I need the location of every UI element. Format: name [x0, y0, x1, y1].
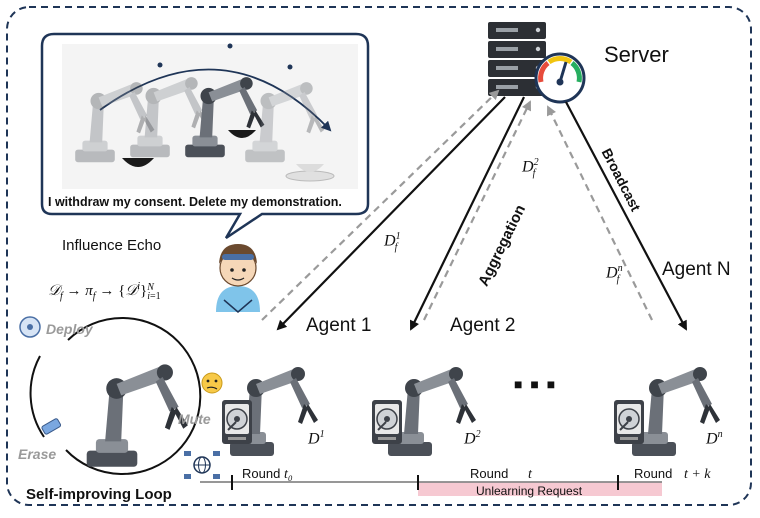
unlearning-request-band-tail — [618, 482, 662, 496]
speech-bubble — [40, 32, 370, 240]
confused-face-icon — [201, 372, 223, 394]
agent1-label: Agent 1 — [306, 315, 372, 336]
agentN-label: Agent N — [662, 259, 731, 280]
agent1-drive-icon — [221, 399, 253, 445]
edge-label-d-f1: D1f — [384, 231, 401, 253]
agentN-upload-arrow — [547, 105, 653, 321]
server-icon — [488, 22, 546, 96]
agent1-upload-arrow — [261, 89, 500, 321]
consent-quote: I withdraw my consent. Delete my demonst… — [48, 195, 342, 209]
server-to-agent1-arrow — [276, 96, 506, 331]
agent1-data-label: D1 — [308, 429, 325, 448]
agent2-label: Agent 2 — [450, 315, 516, 336]
server-to-agentN-arrow — [565, 101, 687, 331]
erase-label: Erase — [18, 446, 57, 462]
mute-label: Mute — [178, 411, 211, 427]
outer-frame — [6, 6, 752, 506]
self-improving-loop-title: Self-improving Loop — [26, 486, 172, 503]
influence-echo-title: Influence Echo — [62, 237, 162, 254]
erase-icon — [41, 418, 62, 435]
server-label: Server — [604, 42, 669, 67]
deploy-icon — [19, 316, 41, 338]
round-tk-label: Round t + k — [634, 466, 711, 482]
deploy-label: Deploy — [46, 321, 93, 337]
agentN-drive-icon — [613, 399, 645, 445]
unlearning-request-band — [418, 482, 618, 496]
server-to-agent2-arrow — [410, 96, 525, 331]
self-improving-loop — [29, 317, 202, 475]
unlearning-request-label: Unlearning Request — [476, 484, 583, 498]
edge-label-d-fn: Dnf — [606, 263, 623, 285]
agent2-upload-arrow — [423, 100, 531, 321]
agent2-drive-icon — [371, 399, 403, 445]
round-t0-label: Round t₀ — [242, 466, 293, 482]
user-avatar — [216, 244, 260, 313]
network-icon — [184, 451, 220, 479]
agentN-data-label: Dn — [706, 429, 723, 448]
gauge-icon — [534, 52, 586, 104]
agent2-data-label: D2 — [464, 429, 481, 448]
round-t-label: Round t — [470, 466, 532, 482]
edge-label-d-f2: D2f — [522, 157, 539, 179]
agents-ellipsis: ■ ■ ■ — [514, 376, 558, 392]
